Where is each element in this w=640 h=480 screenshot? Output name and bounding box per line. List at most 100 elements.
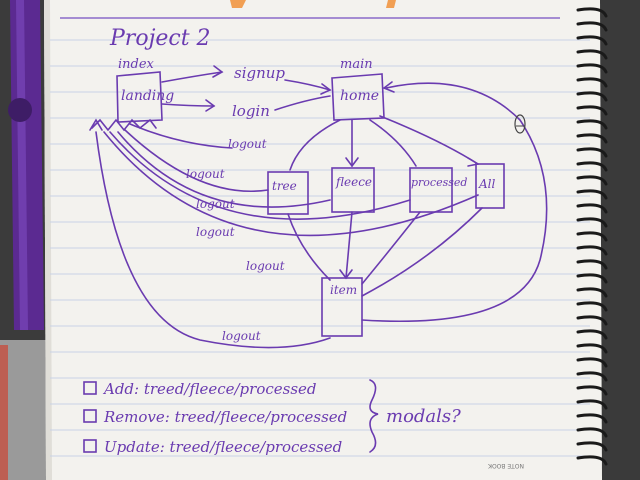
spiral-coil: [576, 119, 608, 130]
checkbox-remove: [83, 409, 97, 423]
flow-diagram: [83, 65, 548, 453]
spiral-coil: [576, 343, 608, 354]
spiral-coil: [576, 245, 608, 256]
spiral-coil: [576, 203, 608, 214]
fleece-box: [331, 167, 375, 213]
arrow-login-home: [274, 95, 331, 111]
spiral-coil: [576, 301, 608, 312]
arrow-home-tree: [289, 119, 341, 171]
spiral-coil: [576, 385, 608, 396]
spiral-coil: [576, 175, 608, 186]
arrow-fleece-item: [345, 211, 353, 279]
home-annotation: main: [340, 57, 373, 72]
arrow-home-loop: [361, 82, 548, 323]
margin-doodle: [514, 114, 526, 134]
arrow-all-item: [361, 207, 483, 297]
all-box: [475, 163, 505, 209]
spiral-coil: [576, 287, 608, 298]
spiral-coil: [576, 217, 608, 228]
desk-right: [598, 0, 640, 480]
spiral-coil: [576, 455, 608, 466]
spiral-coil: [576, 189, 608, 200]
spiral-coil: [576, 231, 608, 242]
todo-item-remove: Remove: treed/fleece/processed: [103, 408, 347, 426]
todo-item-update: Update: treed/fleece/processed: [104, 438, 342, 456]
modals-label: modals?: [386, 406, 461, 427]
spiral-coil: [576, 105, 608, 116]
checkbox-update: [83, 439, 97, 453]
spiral-coil: [576, 35, 608, 46]
arrow-landing-signup: [161, 71, 223, 83]
logout-label-3: logout: [196, 197, 235, 211]
logout-label-4: logout: [196, 225, 235, 239]
spiral-coil: [576, 147, 608, 158]
spiral-coil: [576, 7, 608, 18]
landing-zigzag: [91, 118, 157, 132]
todo-list: Add: treed/fleece/processed Remove: tree…: [102, 380, 461, 456]
spiral-coil: [576, 273, 608, 284]
logout-curve-1: [129, 123, 233, 149]
item-box: [321, 277, 363, 337]
arrow-processed-item: [361, 211, 421, 285]
spiral-coil: [576, 63, 608, 74]
spiral-coil: [576, 371, 608, 382]
arrowhead: [339, 269, 353, 280]
all-label: All: [478, 177, 496, 191]
spiral-coil: [576, 315, 608, 326]
page-title: Project 2: [109, 26, 211, 51]
spiral-coil: [576, 91, 608, 102]
spiral-coil: [576, 329, 608, 340]
arrow-home-processed: [369, 119, 417, 167]
arrowhead: [382, 81, 395, 93]
arrow-tree-item: [287, 213, 331, 281]
logout-curve-3: [117, 131, 331, 208]
spiral-coil: [576, 133, 608, 144]
tree-label: tree: [272, 179, 297, 193]
orange-highlighter-marks: [230, 0, 396, 8]
spiral-binding: [576, 7, 608, 466]
signup-label: signup: [234, 64, 285, 82]
arrow-landing-login: [161, 103, 215, 107]
logout-labels: logout logout logout logout logout logou…: [186, 137, 285, 343]
processed-box: [409, 167, 453, 213]
logout-label-2: logout: [186, 167, 225, 181]
arrowhead: [320, 83, 332, 95]
logout-curve-2: [124, 129, 269, 192]
logout-label-5: logout: [246, 259, 285, 273]
arrowhead: [345, 157, 359, 168]
footer-mark: NOTE BOOK: [487, 462, 524, 469]
arrowhead: [467, 157, 481, 167]
login-label: login: [232, 102, 270, 120]
arrowhead: [205, 99, 216, 112]
arrow-signup-home: [284, 79, 331, 91]
modals-brace: [369, 379, 379, 453]
landing-box: [116, 71, 163, 123]
logout-label-6: logout: [222, 329, 261, 343]
fleece-label: fleece: [335, 175, 372, 189]
logout-label-1: logout: [228, 137, 267, 151]
item-label: item: [330, 283, 357, 297]
landing-annotation: index: [118, 57, 155, 72]
spiral-coil: [576, 161, 608, 172]
arrowhead: [212, 65, 224, 78]
spiral-coil: [576, 427, 608, 438]
spiral-coil: [576, 77, 608, 88]
home-label: home: [340, 88, 379, 104]
spiral-coil: [576, 399, 608, 410]
checkbox-add: [83, 381, 97, 395]
spiral-coil: [576, 441, 608, 452]
spiral-coil: [576, 49, 608, 60]
notebook-page: [44, 0, 602, 480]
spiral-coil: [576, 21, 608, 32]
spiral-coil: [576, 259, 608, 270]
logout-curve-4: [109, 131, 411, 220]
todo-item-add: Add: treed/fleece/processed: [102, 380, 317, 398]
arrowhead: [89, 118, 103, 131]
logout-curve-6: [95, 131, 331, 349]
landing-label: landing: [121, 88, 174, 104]
processed-label: processed: [411, 176, 467, 189]
diagram-labels: index landing main home signup login tre…: [118, 57, 496, 297]
spiral-coil: [576, 413, 608, 424]
